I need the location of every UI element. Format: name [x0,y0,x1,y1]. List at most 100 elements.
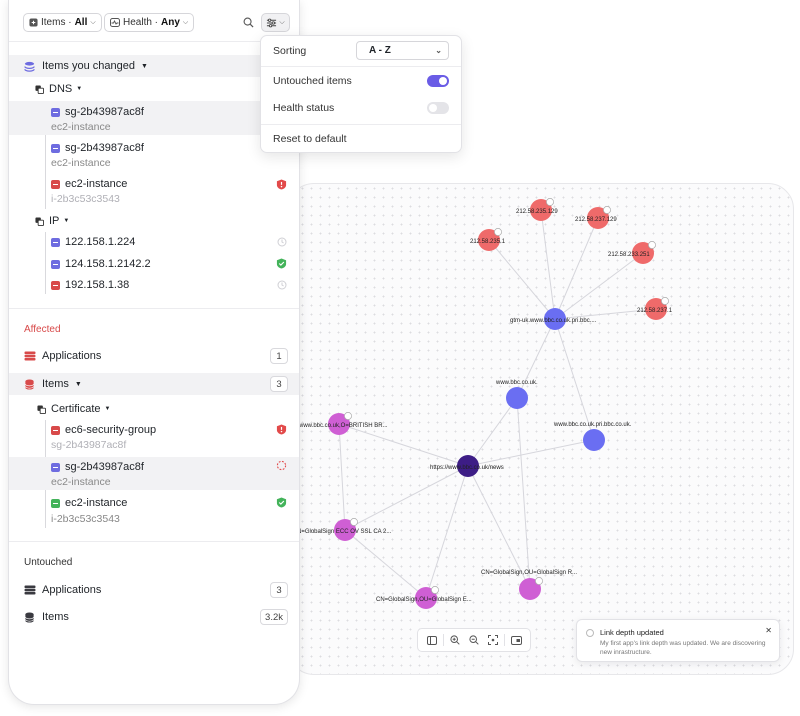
list-item[interactable]: sg-2b43987ac8f [9,101,299,135]
minimap-button[interactable] [508,632,524,648]
graph-node[interactable]: CN=GlobalSign,OU=GlobalSign R... [481,570,577,600]
graph-edge [467,465,531,590]
list-item[interactable]: ec2-instance [9,496,299,510]
zoom-in-button[interactable] [447,632,463,648]
untouched-applications-row[interactable]: Applications 3 [9,581,299,599]
notification-toast: Link depth updated My first app's link d… [576,619,780,662]
graph-node-circle[interactable] [583,429,605,451]
item-subtitle: ec2-instance [51,157,111,169]
items-filter-label: Items · [41,17,72,28]
items-you-changed-header[interactable]: Items you changed ▼ [9,55,299,77]
graph-node-circle[interactable] [530,199,552,221]
graph-node[interactable]: https://www.bbc.co.uk/news [430,455,504,477]
toast-title: Link depth updated [600,628,664,637]
graph-node-circle[interactable] [587,207,609,229]
graph-node[interactable]: 212.58.233.251 [608,241,656,264]
graph-node-circle[interactable] [457,455,479,477]
toggle-sidebar-button[interactable] [424,632,440,648]
reset-to-default-button[interactable]: Reset to default [261,130,461,148]
items-icon [29,18,38,27]
graph-node[interactable]: CN=GlobalSign,OU=GlobalSign E... [376,586,472,609]
graph-edges [338,209,657,599]
loading-spinner-icon [276,460,287,471]
affected-applications-row[interactable]: Applications 1 [9,347,299,365]
list-item[interactable]: ec6-security-group [9,423,299,437]
graph-node-circle[interactable] [334,519,356,541]
graph-node-circle[interactable] [519,578,541,600]
healthy-shield-icon [276,497,287,508]
minimap-icon [510,635,522,645]
graph-node-circle[interactable] [328,413,350,435]
sliders-icon [267,18,277,27]
fit-view-button[interactable] [485,632,501,648]
graph-node-circle[interactable] [506,387,528,409]
item-subtitle: i-2b3c53c3543 [51,193,120,205]
reset-label: Reset to default [273,133,347,145]
sorting-select[interactable]: A - Z ⌄ [356,41,449,60]
graph-node-label: www.bbc.co.uk,O=BRITISH BR... [298,423,388,429]
graph-node[interactable]: 212.58.237.129 [575,206,617,229]
list-item[interactable]: sg-2b43987ac8f [9,141,299,155]
list-item[interactable]: ec2-instance [9,177,299,191]
graph-node-circle[interactable] [415,587,437,609]
graph-node-circle[interactable] [544,308,566,330]
items-filter-dropdown[interactable]: Items · All ⌵ [23,13,102,32]
list-item[interactable]: 122.158.1.224 [9,235,299,249]
graph-node-label: 212.58.237.1 [637,308,673,314]
node-status-icon [535,577,543,585]
dependency-graph[interactable]: 212.58.235.129 212.58.237.129 212.58.235.1… [288,183,794,675]
graph-node-circle[interactable] [632,242,654,264]
list-item[interactable]: 124.158.1.2142.2 [9,257,299,271]
item-type-icon [51,259,60,269]
view-settings-button[interactable]: ⌵ [261,13,290,32]
item-name: ec2-instance [65,497,128,509]
dns-group-header[interactable]: DNS ▼ [9,80,299,98]
close-icon[interactable]: ✕ [765,626,772,635]
search-button[interactable] [240,13,256,32]
graph-node[interactable]: www.bbc.co.uk,O=BRITISH BR... [298,412,388,435]
graph-node[interactable]: 212.58.237.1 [637,297,673,320]
zoom-out-button[interactable] [466,632,482,648]
health-status-row[interactable]: Health status [261,99,461,117]
sorting-value: A - Z [369,45,391,56]
node-status-icon [648,241,656,249]
graph-canvas[interactable] [288,183,794,675]
item-name: sg-2b43987ac8f [65,461,144,473]
untouched-items-row[interactable]: Untouched items [261,72,461,90]
item-type-icon [51,280,60,290]
list-item[interactable]: sg-2b43987ac8f [9,457,299,490]
graph-node-label: www.bbc.co.uk. [495,380,538,386]
error-shield-icon [276,179,287,190]
heartbeat-icon [110,18,120,27]
graph-node[interactable]: 212.58.235.1 [470,228,506,251]
ip-label: IP [49,215,60,227]
graph-node-circle[interactable] [645,298,667,320]
graph-edge [467,397,518,467]
graph-node[interactable]: www.bbc.co.uk.pri.bbc.co.uk. [553,422,632,451]
graph-edge [338,423,346,531]
item-type-icon [51,425,60,435]
items-label: Items [42,378,69,390]
item-subtitle: ec2-instance [51,476,111,488]
filter-toolbar: Items · All ⌵ Health · Any ⌵ ⌵ [9,0,299,42]
health-status-toggle[interactable] [427,102,449,114]
ip-group-header[interactable]: IP ▼ [9,213,299,229]
graph-node-label: CN=GlobalSign,OU=GlobalSign E... [376,597,472,603]
caret-down-icon: ▼ [74,380,82,388]
affected-items-row[interactable]: Items ▼ 3 [9,373,299,395]
applications-label: Applications [42,350,102,362]
graph-node[interactable]: gtm-uk.www.bbc.co.uk.pri.bbc.... [510,308,597,330]
node-status-icon [661,297,669,305]
untouched-items-toggle[interactable] [427,75,449,87]
health-filter-dropdown[interactable]: Health · Any ⌵ [104,13,195,32]
graph-node-circle[interactable] [478,229,500,251]
certificate-group-header[interactable]: Certificate ▼ [9,401,299,417]
graph-node[interactable]: N=GlobalSign ECC OV SSL CA 2... [297,518,392,541]
graph-edge [554,308,657,320]
graph-edge [488,239,556,320]
list-item[interactable]: 192.158.1.38 [9,278,299,292]
health-status-label: Health status [273,102,335,114]
untouched-items-row[interactable]: Items 3.2k [9,608,299,626]
graph-node[interactable]: www.bbc.co.uk. [495,380,538,409]
graph-node[interactable]: 212.58.235.129 [516,198,558,221]
